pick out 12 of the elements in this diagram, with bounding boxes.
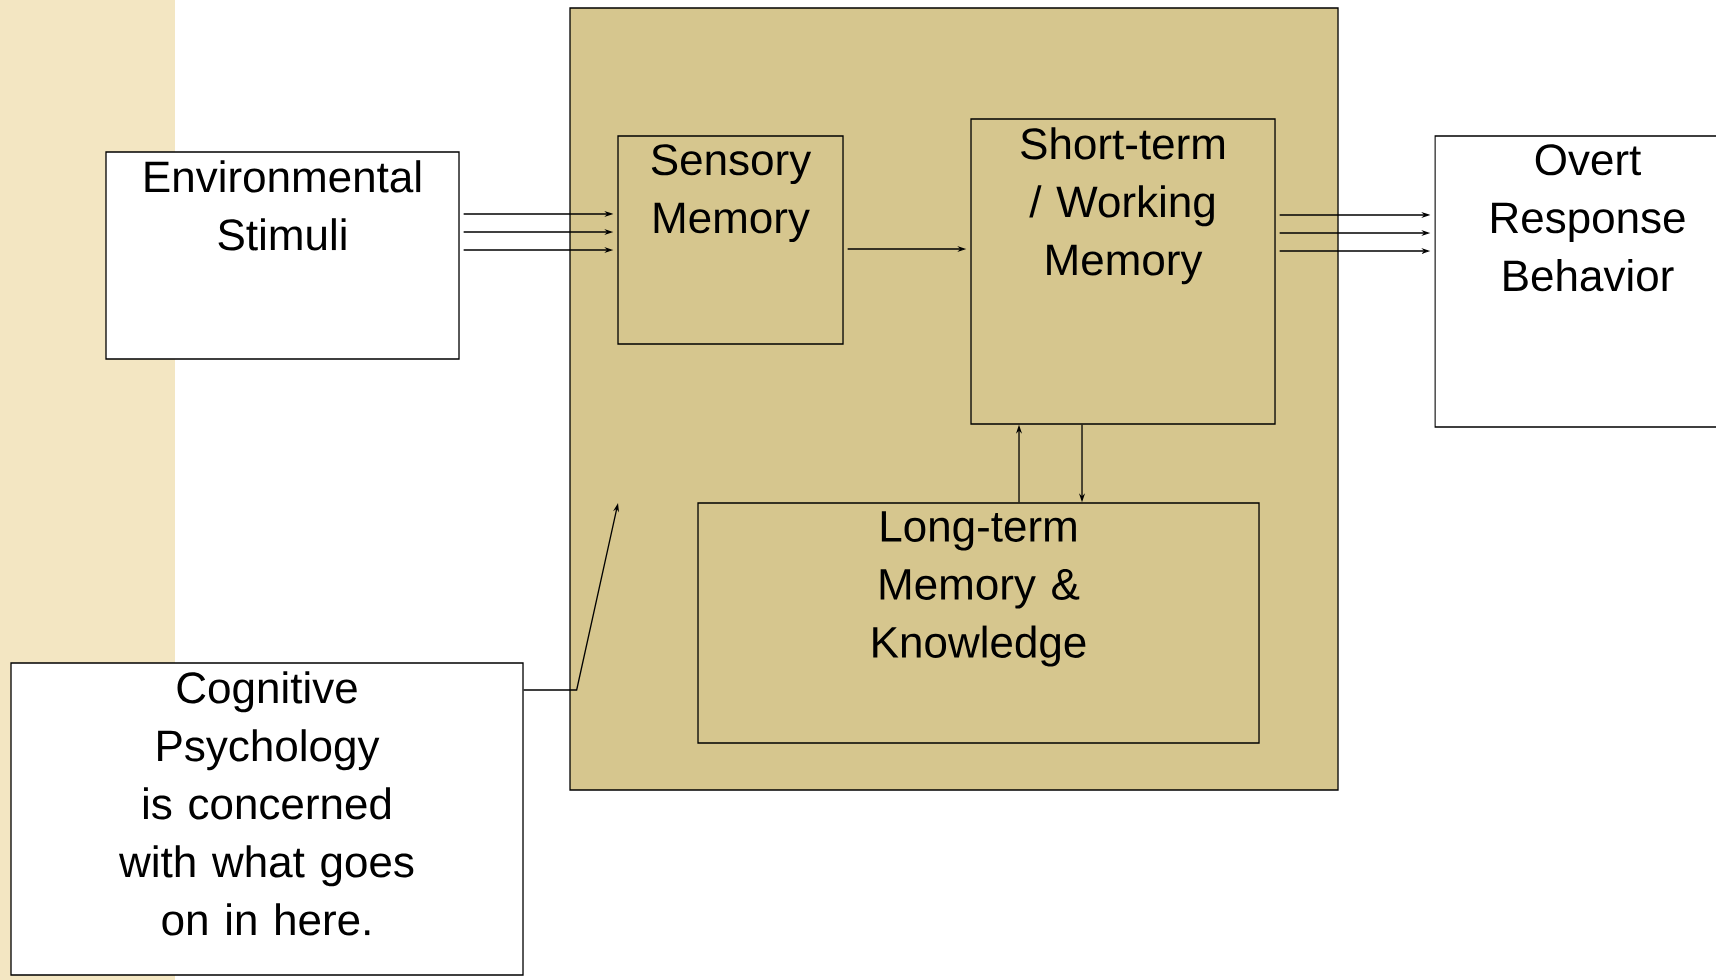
- node-text: Short-term / Working Memory: [1021, 127, 1224, 285]
- note-box: [10, 662, 524, 976]
- node-text: Overt Response Behavior: [1492, 144, 1685, 292]
- stimulus-box: [105, 151, 460, 360]
- node-text: Sensory Memory: [651, 144, 812, 243]
- memory-box: [697, 502, 1260, 744]
- memory-box: [617, 135, 844, 345]
- node-text: Environmental Stimuli: [145, 160, 421, 251]
- node-text: Long-term Memory & Knowledge: [873, 511, 1086, 667]
- response-box: [1434, 135, 1716, 428]
- memory-box: [970, 118, 1276, 425]
- node-text: Cognitive Psychology is concerned with what goes on in here.: [118, 671, 414, 936]
